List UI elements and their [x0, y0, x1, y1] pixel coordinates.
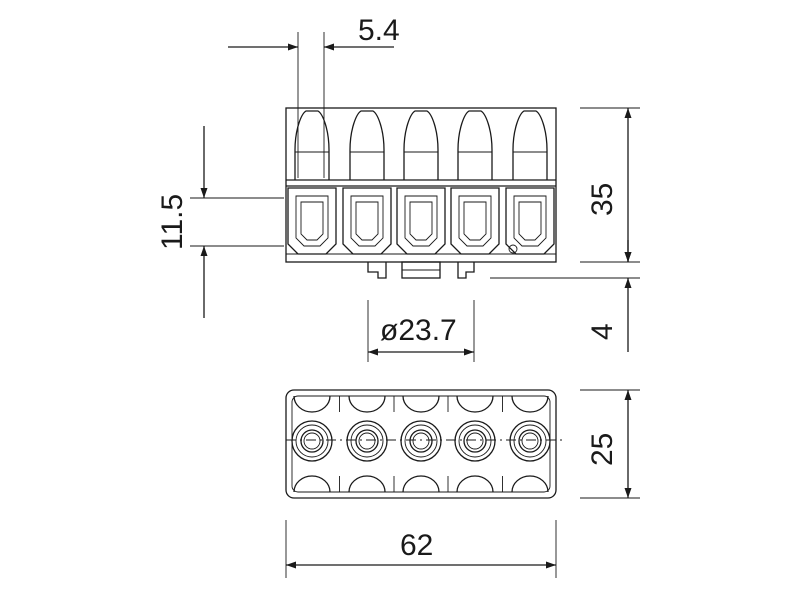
top-view: [285, 389, 566, 499]
scallop-bottom-3: [402, 475, 440, 493]
window-outer-3: [396, 187, 446, 255]
dim-depth-label: 25: [586, 433, 619, 466]
front-view: [285, 107, 557, 279]
dim-pitch-label: 5.4: [358, 14, 400, 47]
lever-2: [349, 110, 385, 180]
hole-1: [291, 420, 333, 462]
window-outer-1: [287, 187, 337, 255]
dim-foot-height-label: 4: [586, 323, 619, 340]
window-inner-3: [404, 195, 438, 247]
window-inner-2: [350, 195, 384, 247]
scallop-top-1: [293, 395, 331, 413]
scallop-top-2: [348, 395, 386, 413]
scallop-bottom-1: [293, 475, 331, 493]
scallop-bottom-5: [511, 475, 549, 493]
dimension-depth: 25: [580, 389, 640, 499]
lever-1: [294, 110, 330, 180]
hole-4: [454, 420, 496, 462]
hole-5: [509, 420, 551, 462]
window-group: [287, 187, 555, 255]
dimension-width-total: 62: [285, 520, 557, 578]
hole-3: [400, 420, 442, 462]
top-view-body: [285, 389, 557, 499]
foot-left: [367, 262, 387, 279]
foot-right: [457, 262, 475, 279]
dim-width-total-label: 62: [400, 529, 433, 562]
lever-5: [512, 110, 548, 180]
window-outer-5: [505, 187, 555, 255]
scallop-top-4: [456, 395, 494, 413]
dimension-pitch: 5.4: [228, 14, 400, 178]
marker-circle: [508, 244, 518, 254]
lever-4: [457, 110, 493, 180]
hole-2: [346, 420, 388, 462]
dimension-foot-height: 4: [490, 240, 640, 352]
dimension-window-height: 11.5: [156, 126, 284, 318]
dim-window-height-label: 11.5: [156, 194, 189, 250]
window-inner-5: [513, 195, 547, 247]
scallop-bottom-4: [456, 475, 494, 493]
window-inner-4: [458, 195, 492, 247]
dim-height-total-label: 35: [586, 183, 619, 216]
scallop-top-3: [402, 395, 440, 413]
mounting-feet: [367, 261, 475, 279]
window-outer-4: [450, 187, 500, 255]
scallop-bottom-2: [348, 475, 386, 493]
window-outer-2: [342, 187, 392, 255]
scallop-top-5: [511, 395, 549, 413]
dimension-height-total: 35: [580, 107, 640, 263]
dim-diameter-label: ø23.7: [380, 314, 457, 347]
dimension-diameter: ø23.7: [367, 300, 475, 362]
hole-group: [291, 395, 551, 493]
lever-3: [403, 110, 439, 180]
window-inner-1: [295, 195, 329, 247]
lever-group: [294, 110, 548, 180]
